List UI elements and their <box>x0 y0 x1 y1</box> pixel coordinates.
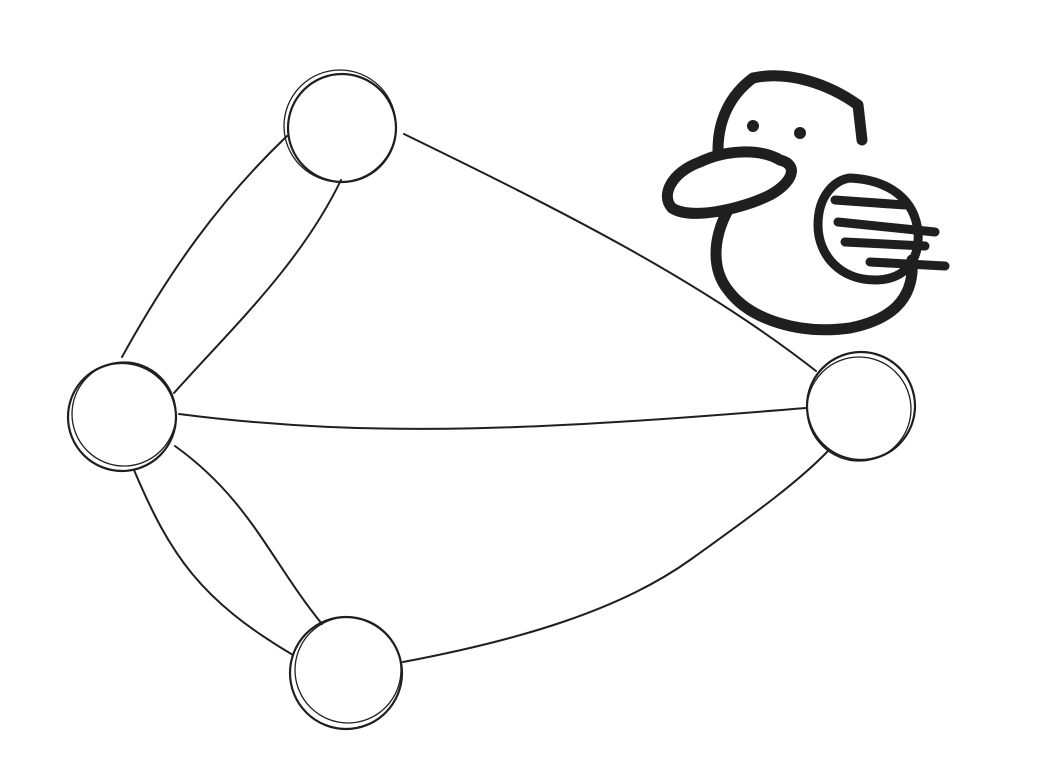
node-right <box>805 350 917 462</box>
node-bottom <box>288 615 404 731</box>
edge-top-left-inner <box>173 179 342 394</box>
edge-bottom-right <box>402 450 829 663</box>
edge-left-bottom-inner <box>174 445 323 625</box>
edge-top-right <box>403 133 817 372</box>
edge-left-right <box>178 407 807 430</box>
graph-nodes <box>66 69 917 731</box>
node-left <box>66 361 178 473</box>
duck-icon <box>661 70 950 336</box>
edge-top-left-outer <box>121 135 288 358</box>
node-top <box>283 69 398 184</box>
edge-left-bottom-outer <box>133 469 294 656</box>
graph-edges <box>121 133 829 663</box>
